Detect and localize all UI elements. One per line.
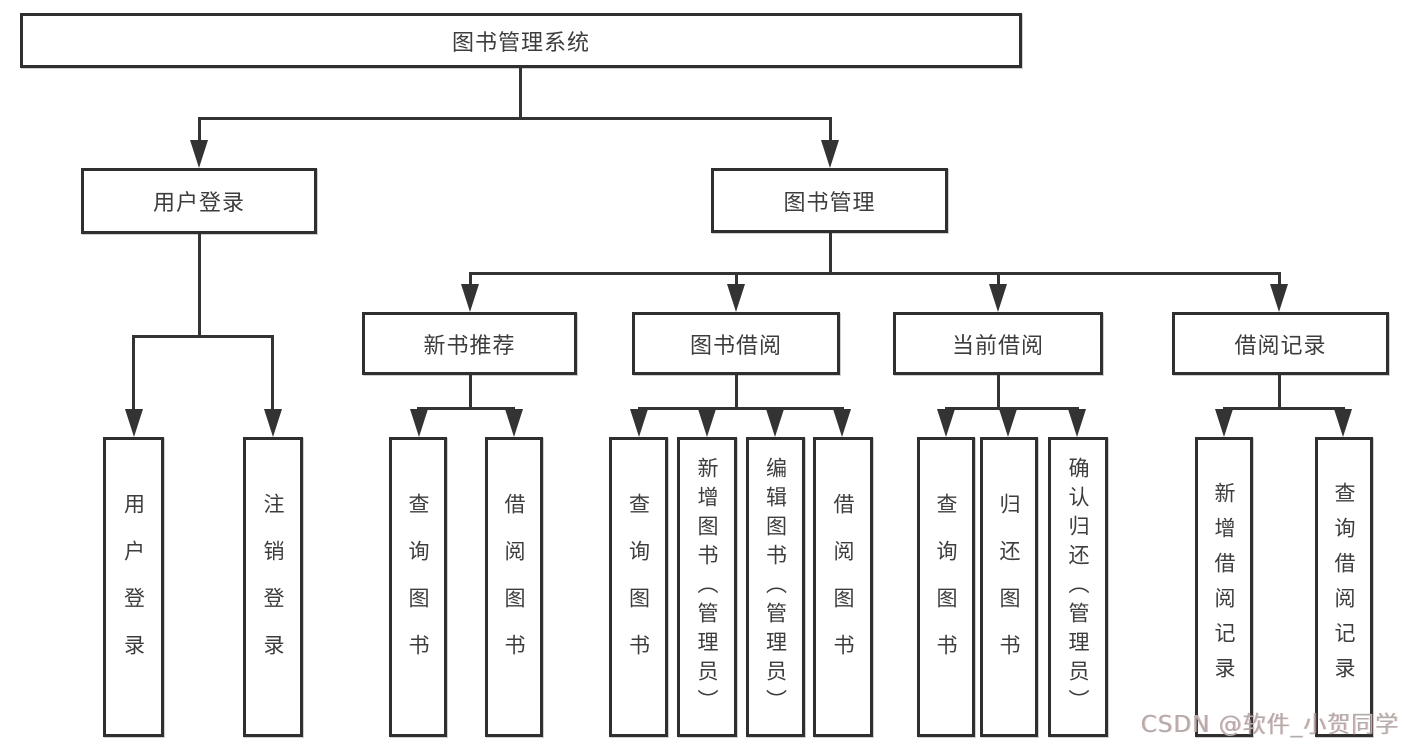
connector-line [1223, 407, 1345, 410]
connector-line [638, 407, 844, 410]
connector-line [997, 272, 1000, 292]
connector-line [271, 335, 274, 415]
connector-line [735, 272, 738, 292]
leaf-borrow-books-recommend: 借阅图书 [485, 437, 543, 737]
leaf-borrow-books: 借阅图书 [813, 437, 873, 737]
connector-line [198, 117, 201, 149]
node-user-login-label: 用户登录 [152, 191, 245, 216]
leaf-return-books-label: 归还图书 [997, 493, 1021, 681]
arrowhead-icon [999, 409, 1017, 437]
connector-line [829, 233, 832, 272]
leaf-borrow-books-label: 借阅图书 [831, 493, 855, 681]
watermark: CSDN @软件_小贺同学 [1140, 712, 1399, 738]
leaf-user-login: 用户登录 [103, 437, 164, 737]
leaf-query-books-recommend-label: 查询图书 [406, 493, 430, 681]
arrowhead-icon [1068, 409, 1086, 437]
leaf-logout-label: 注销登录 [261, 493, 285, 681]
leaf-confirm-return-admin-label: 确认归还（管理员） [1066, 456, 1090, 718]
arrowhead-icon [190, 140, 208, 168]
leaf-query-books-recommend: 查询图书 [389, 437, 447, 737]
node-user-login: 用户登录 [81, 168, 317, 234]
connector-line [997, 375, 1000, 407]
leaf-query-books-borrow: 查询图书 [609, 437, 668, 737]
arrowhead-icon [1215, 409, 1233, 437]
arrowhead-icon [989, 284, 1007, 312]
connector-line [198, 117, 832, 120]
connector-line [945, 407, 1079, 410]
connector-line [469, 272, 472, 292]
node-book-borrow-label: 图书借阅 [689, 333, 782, 359]
node-current-borrow-label: 当前借阅 [951, 333, 1044, 359]
connector-line [198, 234, 201, 335]
arrowhead-icon [833, 409, 851, 437]
arrowhead-icon [410, 409, 428, 437]
node-current-borrow: 当前借阅 [893, 312, 1103, 375]
node-new-book-recommend: 新书推荐 [362, 312, 577, 375]
leaf-query-books-current-label: 查询图书 [934, 493, 958, 681]
arrowhead-icon [821, 140, 839, 168]
arrowhead-icon [264, 409, 282, 437]
connector-line [735, 375, 738, 407]
connector-line [1278, 272, 1281, 292]
leaf-confirm-return-admin: 确认归还（管理员） [1048, 437, 1108, 737]
node-root-label: 图书管理系统 [451, 30, 590, 56]
node-book-management: 图书管理 [711, 168, 948, 233]
arrowhead-icon [1334, 409, 1352, 437]
connector-line [469, 272, 1281, 275]
connector-line [132, 335, 274, 338]
node-root: 图书管理系统 [20, 13, 1022, 68]
leaf-borrow-books-recommend-label: 借阅图书 [502, 493, 526, 681]
connector-line [417, 407, 515, 410]
connector-line [132, 335, 135, 415]
leaf-query-borrow-record-label: 查询借阅记录 [1332, 482, 1356, 692]
arrowhead-icon [630, 409, 648, 437]
arrowhead-icon [505, 409, 523, 437]
arrowhead-icon [698, 409, 716, 437]
arrowhead-icon [125, 409, 143, 437]
leaf-query-borrow-record: 查询借阅记录 [1315, 437, 1373, 737]
leaf-add-books-admin-label: 新增图书（管理员） [695, 456, 719, 718]
leaf-edit-books-admin-label: 编辑图书（管理员） [763, 456, 788, 718]
leaf-add-borrow-record-label: 新增借阅记录 [1212, 482, 1236, 692]
node-new-book-recommend-label: 新书推荐 [423, 333, 516, 359]
leaf-query-books-current: 查询图书 [917, 437, 975, 737]
node-borrow-records: 借阅记录 [1172, 312, 1389, 375]
connector-line [829, 117, 832, 149]
leaf-return-books: 归还图书 [980, 437, 1038, 737]
arrowhead-icon [727, 284, 745, 312]
node-book-borrow: 图书借阅 [632, 312, 840, 375]
arrowhead-icon [766, 409, 784, 437]
leaf-query-books-borrow-label: 查询图书 [626, 493, 651, 681]
leaf-add-books-admin: 新增图书（管理员） [677, 437, 737, 737]
node-borrow-records-label: 借阅记录 [1234, 333, 1327, 359]
leaf-add-borrow-record: 新增借阅记录 [1195, 437, 1253, 737]
arrowhead-icon [937, 409, 955, 437]
leaf-edit-books-admin: 编辑图书（管理员） [746, 437, 805, 737]
arrowhead-icon [461, 284, 479, 312]
connector-line [469, 375, 472, 407]
connector-line [519, 68, 522, 117]
leaf-logout: 注销登录 [243, 437, 303, 737]
connector-line [1278, 375, 1281, 407]
node-book-management-label: 图书管理 [783, 190, 876, 216]
leaf-user-login-label: 用户登录 [121, 493, 146, 681]
arrowhead-icon [1270, 284, 1288, 312]
